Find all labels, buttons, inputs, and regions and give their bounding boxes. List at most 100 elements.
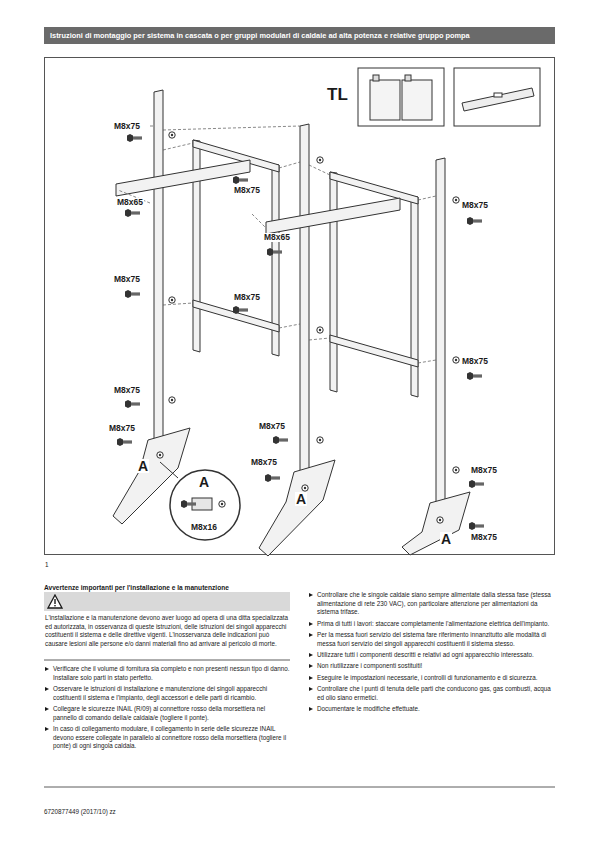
dashed-assembly-lines [418,196,436,200]
bullet-item: Controllare che i punti di tenuta delle … [308,685,555,702]
warning-triangle [48,595,62,608]
text-column: Verificare che il volume di fornitura si… [44,665,290,754]
callout-label: M8x75 [461,201,489,210]
bullet-marker [309,653,313,657]
frame-parts [116,160,250,196]
bullet-text: Controllare che le singole caldaie siano… [317,591,551,615]
frame-parts [113,90,470,556]
page-text: 1 [0,816,595,824]
bullet-item: Per la messa fuori servizio del sistema … [308,631,555,648]
tl-icons [358,68,540,126]
nuts [157,132,459,523]
tl-icons [402,80,432,120]
callout-label: M8x75 [250,458,278,467]
callout-label: M8x75 [113,386,141,395]
nuts [453,197,459,203]
bullet-marker [45,707,49,711]
bullet-text: Documentare le modifiche effettuate. [317,705,420,712]
footer-rule [44,660,290,661]
bolts [467,372,482,380]
callout-label: M8x75 [470,533,498,542]
bullet-marker [309,622,313,626]
tl-icons [494,93,502,97]
dashed-assembly-lines [163,126,300,130]
frame-parts [154,90,163,444]
callout-label: M8x75 [461,357,489,366]
warning-icon [47,594,63,609]
callout-label: M8x75 [113,275,141,284]
nuts [437,517,443,523]
bolts [125,400,140,408]
dashed-assembly-lines [309,165,330,175]
bullet-text: Collegare le sicurezze INAIL (R/09) al c… [53,705,265,721]
callout-label: M8x75 [470,466,498,475]
page-text: 1 [45,561,600,569]
bullet-marker [309,687,313,691]
bullet-item: Utilizzare tutti i componenti descritti … [308,651,555,660]
detail-circle [160,462,178,478]
dashed-assembly-lines [163,303,193,305]
bullet-item: Collegare le sicurezze INAIL (R/09) al c… [44,705,290,722]
page-text: 6720877449 (2017/10) zz [44,808,600,816]
frame-parts [330,172,337,392]
callout-label: TL [326,86,349,103]
frame-parts [193,300,279,332]
bullet-item: Controllare che le singole caldaie siano… [308,591,555,617]
dashed-assembly-lines [309,338,330,340]
bolts [233,176,248,184]
dashed-assembly-lines [279,162,300,168]
warning-box: L'installazione e la manutenzione devono… [44,592,290,653]
footer-rule [44,787,555,788]
bolts [233,306,248,314]
bullet-text: Eseguire le impostazioni necessarie, i c… [317,674,538,681]
nuts [169,132,175,138]
bolts [267,248,282,256]
callout-label: M8x65 [116,198,144,207]
text-column: Controllare che le singole caldaie siano… [308,591,555,716]
tl-icons [370,80,400,120]
dashed-assembly-lines [252,214,266,228]
nuts [169,297,175,303]
nuts [453,357,459,363]
callout-label: M8x75 [113,122,141,131]
callout-label: A [295,492,307,506]
bullet-marker [45,667,49,671]
frame-parts [330,335,418,367]
nuts [317,157,323,163]
bullet-item: Osservare le istruzioni di installazione… [44,685,290,702]
dashed-assembly-lines [418,360,436,363]
bullet-item: Non riutilizzare i componenti sostituiti… [308,662,555,671]
frame-parts [436,158,445,507]
callout-label: M8x75 [258,422,286,431]
warning-mark [54,605,55,606]
bullet-marker [45,687,49,691]
bullet-marker [309,633,313,637]
warning-text: L'installazione e la manutenzione devono… [44,611,290,653]
bolts [117,134,484,530]
warning-header [44,592,290,611]
callout-label: M8x65 [263,233,291,242]
bolts [125,209,140,217]
bolts [117,438,132,446]
bolts [127,134,142,142]
nuts [302,485,308,491]
page-title: Istruzioni di montaggio per sistema in c… [50,30,470,41]
nuts [169,397,175,403]
tl-icons [454,68,540,126]
frame-parts [259,460,335,556]
nuts [317,327,323,333]
callout-label: M8x75 [108,424,136,433]
callout-label: A [440,532,452,546]
bullet-marker [309,676,313,680]
frame-parts [330,172,418,204]
detail-circle [170,470,240,540]
frame-parts [402,492,470,555]
callout-label: M8x75 [233,293,261,302]
bolts [273,436,288,444]
dashed-assembly-lines [150,126,154,127]
tl-icons [358,68,444,126]
nuts [453,467,459,473]
bullet-item: Verificare che il volume di fornitura si… [44,665,290,682]
dashed-assembly-lines [163,143,193,150]
bullet-item: Eseguire le impostazioni necessarie, i c… [308,674,555,683]
